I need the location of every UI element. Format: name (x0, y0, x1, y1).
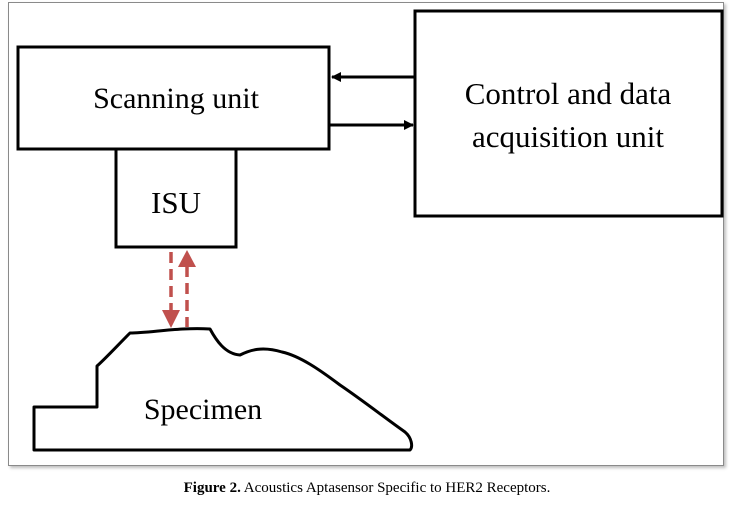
specimen-label: Specimen (144, 393, 262, 426)
control-unit-label-line1: Control and data (465, 76, 672, 111)
signal-arrow-down-head (162, 310, 180, 328)
scanning-unit-box (16, 45, 331, 151)
signal-arrow-up-head (178, 250, 196, 267)
figure-caption: Figure 2. Acoustics Aptasensor Specific … (0, 480, 734, 497)
caption-text: Acoustics Aptasensor Specific to HER2 Re… (240, 480, 551, 496)
specimen-shape (32, 327, 414, 452)
caption-label: Figure 2. (183, 480, 241, 496)
isu-box (114, 147, 238, 249)
signal-arrows (162, 250, 196, 328)
control-unit-label-line2: acquisition unit (472, 119, 664, 154)
scanning-unit-label: Scanning unit (93, 82, 259, 115)
isu-label: ISU (151, 185, 201, 220)
control-unit-box (413, 9, 724, 218)
